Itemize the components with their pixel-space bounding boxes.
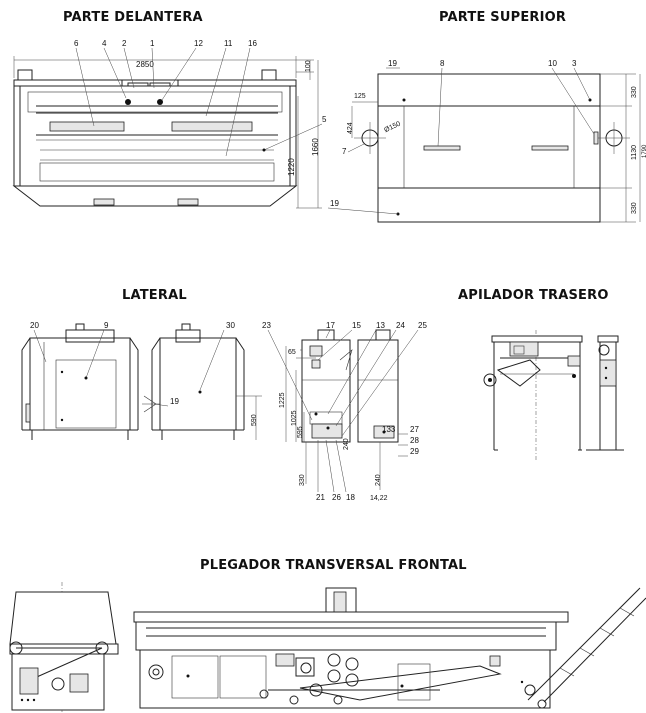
top-callout-10: 10 [548,59,557,68]
section-dim-1422: 14,22 [370,495,388,502]
section-callout-23: 23 [262,321,271,330]
front-callout-4: 4 [102,39,107,48]
top-callout-3: 3 [572,59,577,68]
section-callout-13: 13 [376,321,385,330]
top-dim-offset: 125 [354,93,366,100]
top-callout-19b: 19 [330,199,339,208]
section-dim-65: 65 [288,349,296,356]
section-dim-1225: 1225 [279,392,286,408]
section-callout-28: 28 [410,436,419,445]
front-callout-6: 6 [74,39,79,48]
section-callout-26: 26 [332,493,341,502]
front-callout-5: 5 [322,115,327,124]
section-callout-27: 27 [410,425,419,434]
side-view-right: 30 19 590 [142,321,262,440]
front-dim-body: 1220 [287,158,296,176]
cross-folder-main-view [133,587,646,709]
side-callout-30: 30 [226,321,235,330]
section-callout-15: 15 [352,321,361,330]
title-front: PARTE DELANTERA [63,10,203,25]
section-callout-24: 24 [396,321,405,330]
section-dim-240b: 240 [375,474,382,486]
top-callout-19a: 19 [388,59,397,68]
side-callout-19: 19 [170,397,179,406]
roller-track [146,627,546,637]
front-callout-16: 16 [248,39,257,48]
section-callout-17: 17 [326,321,335,330]
section-dim-133: 133 [382,425,396,434]
section-dim-1025: 1025 [291,410,298,426]
side-callout-20: 20 [30,321,39,330]
side-callout-9: 9 [104,321,109,330]
front-callout-1: 1 [150,39,155,48]
title-side: LATERAL [122,288,187,303]
side-dim-590: 590 [251,414,258,426]
front-callout-12: 12 [194,39,203,48]
top-dim-r3: 330 [631,202,638,214]
top-callout-7: 7 [342,147,347,156]
front-dim-total: 1660 [311,138,320,156]
front-dim-top: 100 [305,60,312,72]
section-callout-25: 25 [418,321,427,330]
top-dim-depth: 424 [347,122,354,134]
cross-folder-left-view [9,582,119,713]
front-view: 2850 100 1660 [12,39,327,209]
title-rear: APILADOR TRASERO [458,288,609,303]
top-dim-r1: 330 [631,86,638,98]
rear-stacker-view [483,330,624,462]
section-callout-29: 29 [410,447,419,456]
top-dim-r2: 1130 [631,145,638,160]
front-dim-width: 2850 [136,60,154,69]
section-callout-21: 21 [316,493,325,502]
top-view: 125 424 Ø150 330 1130 330 1790 19 8 10 3… [327,59,646,223]
section-callout-18: 18 [346,493,355,502]
section-view: 65 1225 1025 595 240 330 133 240 14,22 2… [262,321,427,502]
section-dim-595: 595 [297,426,304,438]
title-folder: PLEGADOR TRANSVERSAL FRONTAL [200,558,467,573]
top-dim-total: 1790 [642,144,646,158]
side-view-left: 20 9 [21,321,139,440]
section-dim-330: 330 [299,474,306,486]
front-callout-11: 11 [224,39,233,48]
section-dim-240a: 240 [343,438,350,450]
top-callout-8: 8 [440,59,445,68]
title-top: PARTE SUPERIOR [439,10,567,25]
front-callout-2: 2 [122,39,127,48]
